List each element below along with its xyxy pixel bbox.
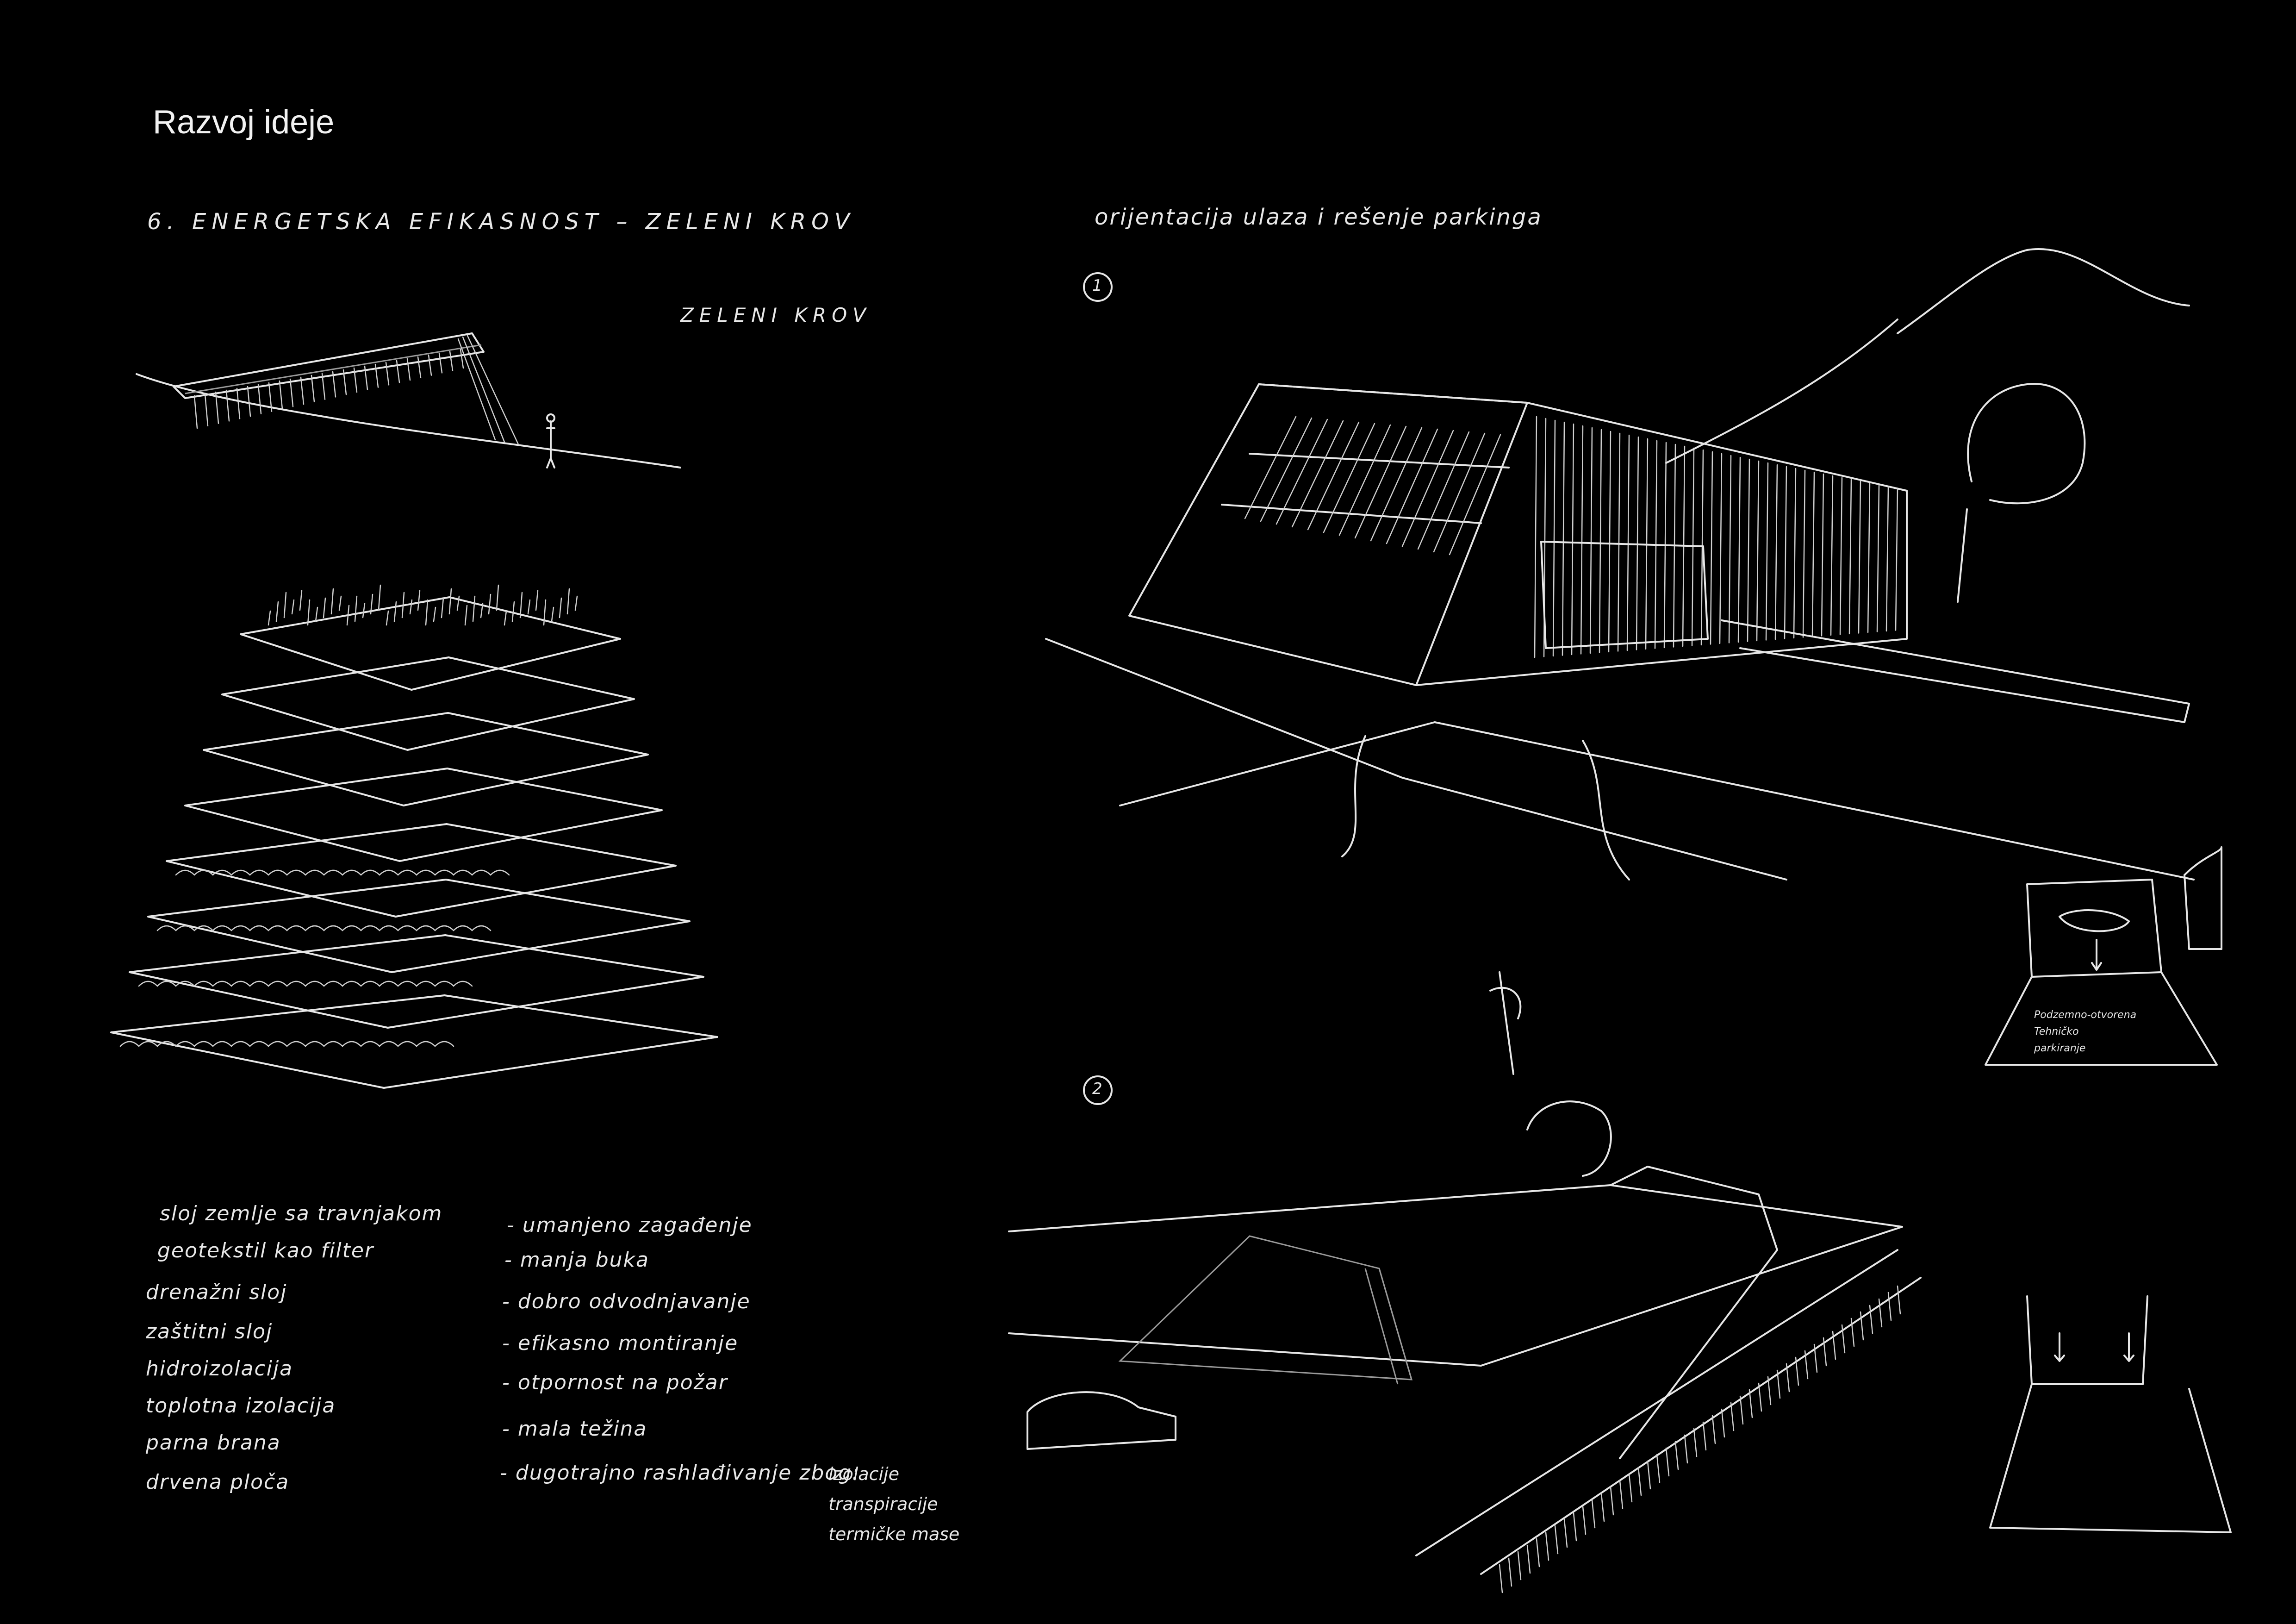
benefit-item: - umanjeno zagađenje	[507, 1213, 753, 1237]
parking-note-line: Tehničko	[2034, 1026, 2079, 1037]
layer-item: hidroizolacija	[146, 1357, 293, 1380]
layer-item: drvena ploča	[146, 1470, 290, 1494]
green-roof-layers-sketch	[110, 584, 718, 1089]
benefit-item: - otpornost na požar	[502, 1371, 728, 1394]
light-well-section-sketch	[1989, 1295, 2232, 1533]
benefit-item: - dobro odvodnjavanje	[502, 1290, 751, 1313]
benefit-item: - mala težina	[502, 1417, 647, 1441]
layer-item: drenažni sloj	[146, 1280, 287, 1304]
cooling-reason: termičke mase	[828, 1524, 960, 1544]
roof-section-sketch	[136, 332, 681, 468]
parking-note: Podzemno-otvorena Tehničko parkiranje	[2034, 1007, 2136, 1057]
green-roof-label: ZELENI KROV	[680, 304, 871, 326]
benefit-item: - dugotrajno rashlađivanje zbog:	[500, 1461, 860, 1485]
option-1-number: 1	[1092, 276, 1102, 295]
cooling-reason: izolacije	[828, 1464, 899, 1484]
option-2-number: 2	[1092, 1080, 1102, 1098]
layer-item: parna brana	[146, 1431, 281, 1455]
parking-section-sketch	[1985, 846, 2222, 1066]
benefit-item: - manja buka	[504, 1248, 650, 1272]
perspective-option-1	[1045, 248, 2195, 881]
layer-item: geotekstil kao filter	[157, 1239, 374, 1262]
layer-item: zaštitni sloj	[146, 1320, 273, 1343]
orientation-heading: orijentacija ulaza i rešenje parkinga	[1095, 204, 1543, 230]
layer-item: sloj zemlje sa travnjakom	[160, 1202, 443, 1225]
layer-item: toplotna izolacija	[146, 1394, 336, 1418]
section-heading: 6. ENERGETSKA EFIKASNOST – ZELENI KROV	[147, 209, 855, 235]
benefit-item: - efikasno montiranje	[502, 1331, 739, 1355]
perspective-option-2	[1008, 971, 1922, 1593]
cooling-reason: transpiracije	[828, 1494, 938, 1514]
parking-note-line: parkiranje	[2034, 1043, 2086, 1054]
page-title: Razvoj ideje	[153, 104, 335, 141]
parking-note-line: Podzemno-otvorena	[2034, 1009, 2137, 1021]
